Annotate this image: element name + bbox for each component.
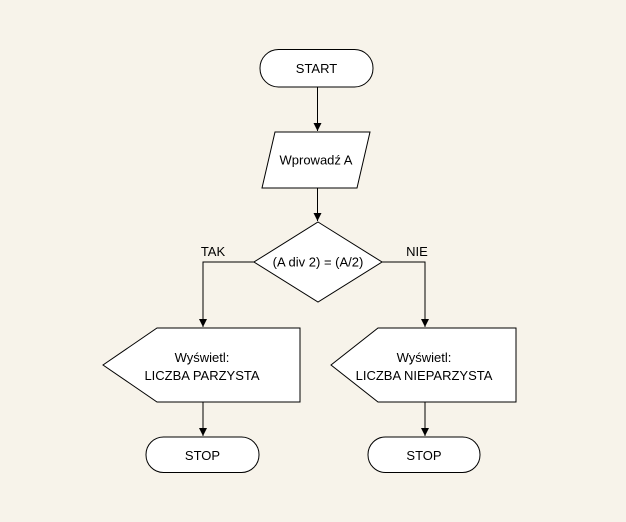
display-odd-line1: Wyświetl: — [397, 350, 452, 365]
decision-label: (A div 2) = (A/2) — [273, 255, 364, 270]
display-odd-line2: LICZBA NIEPARZYSTA — [356, 368, 493, 383]
node-display-even: Wyświetl: LICZBA PARZYSTA — [102, 327, 301, 403]
node-decision: (A div 2) = (A/2) — [253, 221, 383, 303]
connectors — [199, 87, 429, 436]
node-stop-even: STOP — [145, 436, 260, 473]
input-parallelogram-shape — [261, 131, 371, 189]
stop-odd-terminator-shape — [367, 436, 481, 473]
node-display-odd: Wyświetl: LICZBA NIEPARZYSTA — [330, 327, 517, 403]
connector-decision-to-display-odd — [382, 261, 429, 327]
decision-diamond-shape — [253, 221, 383, 303]
display-odd-shape — [330, 327, 517, 403]
display-even-line1: Wyświetl: — [175, 350, 230, 365]
start-terminator-shape — [259, 49, 374, 88]
display-even-line2: LICZBA PARZYSTA — [144, 368, 259, 383]
start-label: START — [296, 61, 337, 76]
stop-even-terminator-shape — [145, 436, 260, 473]
branch-label-tak: TAK — [201, 244, 226, 259]
connector-decision-to-display-even — [199, 261, 254, 327]
node-start: START — [259, 49, 374, 88]
node-stop-odd: STOP — [367, 436, 481, 473]
node-input: Wprowadź A — [261, 131, 371, 189]
display-even-shape — [102, 327, 301, 403]
input-label: Wprowadź A — [280, 153, 353, 168]
stop-even-label: STOP — [185, 448, 220, 463]
branch-label-nie: NIE — [406, 244, 428, 259]
stop-odd-label: STOP — [406, 448, 441, 463]
